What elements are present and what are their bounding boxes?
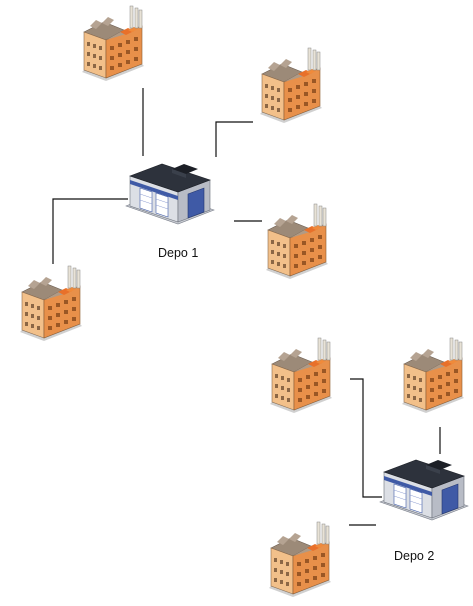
warehouse-icon [379,459,469,521]
depot-2-label: Depo 2 [394,549,435,563]
connector-f5-depo2 [350,378,382,498]
connector-f2-depo1 [215,121,253,157]
depot-1-label: Depo 1 [158,246,199,260]
connector-f4-depo1 [52,198,128,264]
factory-icon [401,337,465,414]
factory-icon [259,47,323,124]
factory-icon [81,5,145,82]
factory-icon [265,203,329,280]
factory-icon [269,337,333,414]
warehouse-icon [125,163,215,225]
factory-icon [19,265,83,342]
factory-icon [268,521,332,598]
